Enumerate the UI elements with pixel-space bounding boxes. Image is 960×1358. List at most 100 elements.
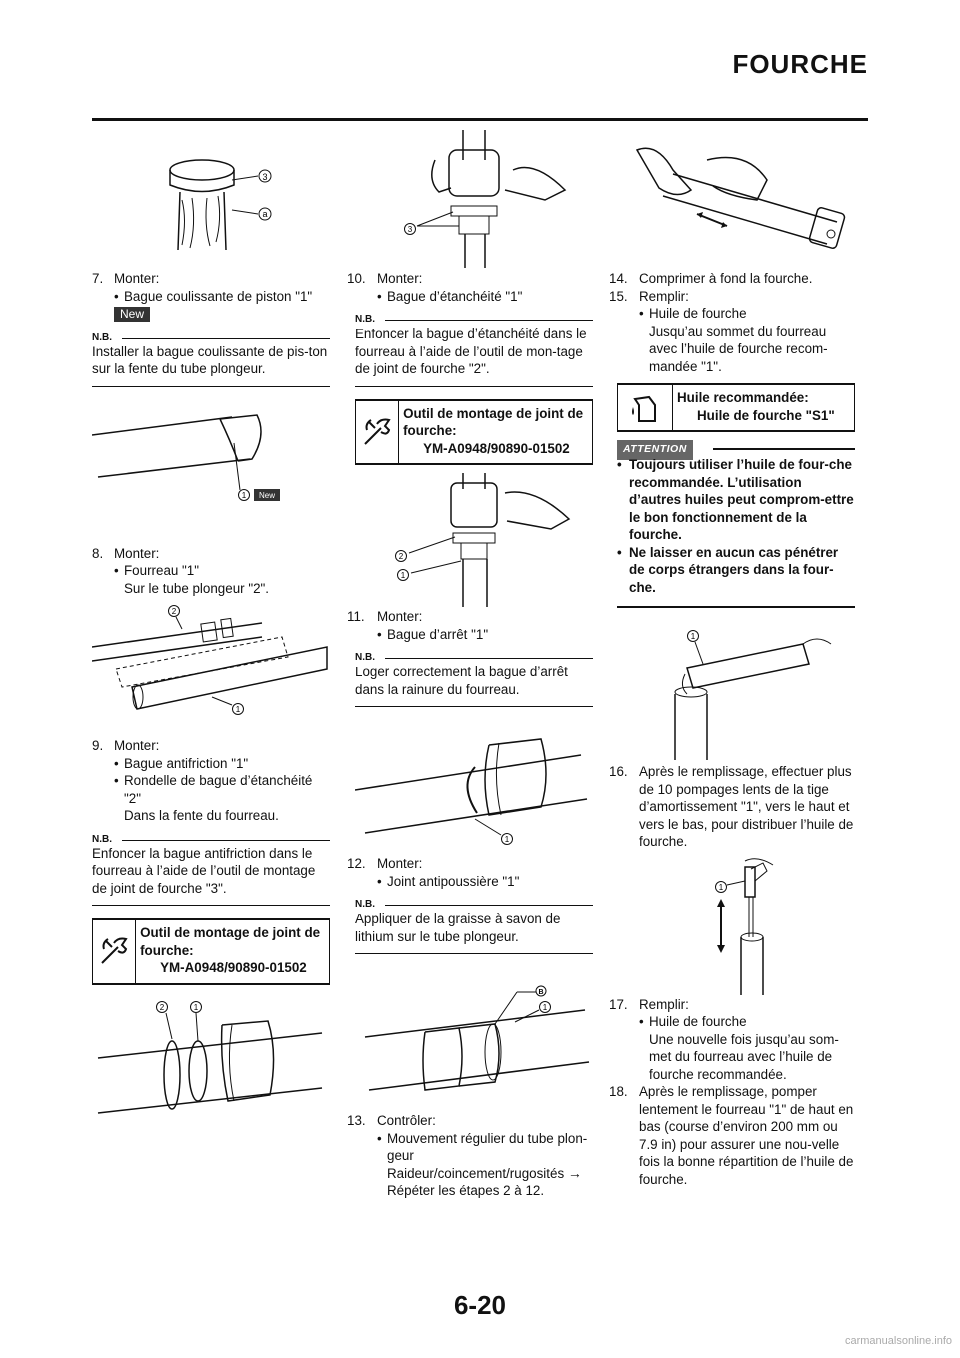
attention-text: Toujours utiliser l’huile de four-che re… [617,456,855,608]
callout-1: 1 [543,1003,548,1012]
step-13-sub-2: Répéter les étapes 2 à 12. [387,1183,545,1198]
step-12: 12. Monter: [347,856,423,871]
step-7-item: Bague coulissante de piston "1" [92,288,330,306]
figure-dust-seal: B 1 [355,962,593,1112]
figure-oil-seal-driving: 2 1 [355,473,593,608]
callout-1: 1 [236,705,241,714]
oil-can-icon [618,385,673,430]
figure-compress-fork [617,130,855,270]
figure-oil-fill: 1 [617,608,855,763]
step-7: 7. Monter: [92,270,330,288]
callout-1: 1 [194,1003,199,1012]
nb-text-12: Appliquer de la graisse à savon de lithi… [355,910,593,954]
step-9: 9. Monter: [92,738,160,753]
wrench-tool-icon [356,400,400,463]
wrench-tool-icon [93,920,137,983]
step-15: 15. Remplir: [609,288,689,304]
illustration-oil-fill: 1 [674,630,832,760]
step-12-item: Joint antipoussière "1" [355,873,593,891]
step-10-item: Bague d’étanchéité "1" [355,288,593,306]
column-left: 3 a 7. Monter: Bague coulissante de pist… [92,130,330,1143]
nb-label: N.B. [355,311,593,329]
nb-label: N.B. [92,328,330,346]
attention-item-1: Toujours utiliser l’huile de four-che re… [617,456,855,544]
nb-label: N.B. [92,830,330,848]
step-number: 7. [92,271,104,286]
step-9-item-2: Rondelle de bague d’étanchéité "2" [92,772,330,807]
illustration-dust-seal: B 1 [364,985,590,1091]
step-17-sub: Une nouvelle fois jusqu’au som-met du fo… [649,1031,839,1082]
recommended-oil-box: Huile recommandée: Huile de fourche "S1" [617,383,855,432]
oil-value: Huile de fourche "S1" [697,407,835,423]
tool-code: YM-A0948/90890-01502 [160,960,307,975]
figure-oil-seal-installer: 3 [355,130,593,270]
illustration-seal-driver: 3 [404,130,567,268]
oil-label: Huile recommandée: [677,390,809,405]
step-11: 11. Monter: [347,609,423,624]
step-action: Monter: [114,271,160,286]
illustration-outer-inner-tube: 2 1 [92,605,328,715]
nb-text-7: Installer la bague coulissante de pis-to… [92,343,330,387]
illustration-stopper-ring: 1 [355,738,588,845]
nb-label: N.B. [355,649,593,667]
tool-label: Outil de montage de joint de fourche: [140,925,321,958]
header-rule [92,118,868,121]
new-badge: New [114,307,151,322]
figure-stopper-ring: 1 [355,715,593,855]
step-9-sub: Dans la fente du fourreau. [124,808,279,823]
step-16: 16. Après le remplissage, effectuer plus… [609,764,854,849]
figure-piston-slide-bushing: 3 a [92,130,330,270]
callout-2: 2 [399,552,404,561]
callout-1: 1 [691,632,696,641]
step-13-sub-1: Raideur/coincement/rugosités → [387,1164,582,1181]
special-tool-box: Outil de montage de joint de fourche: YM… [92,918,330,985]
figure-piston-bushing-tube: 1 New [92,395,330,545]
figure-antifriction-bushing: 2 1 [92,993,330,1143]
callout-3: 3 [408,225,413,234]
illustration-damper-rod: 1 [715,857,774,995]
illustration-fork-tube: 1 New [92,413,280,501]
callout-3: 3 [262,172,267,182]
step-13-item: Mouvement régulier du tube plon-geur [355,1130,593,1165]
attention-item-2: Ne laisser en aucun cas pénétrer de corp… [617,544,855,597]
figure-pump-rod: 1 [617,851,855,996]
illustration-bushing-washer: 2 1 [97,1000,323,1114]
nb-label: N.B. [355,896,593,914]
step-14: 14. Comprimer à fond la fourche. [609,271,813,286]
tool-code: YM-A0948/90890-01502 [423,440,570,456]
callout-1: 1 [242,491,247,500]
step-18: 18. Après le remplissage, pomper lenteme… [609,1084,854,1187]
grease-mark: B [538,989,543,996]
step-15-sub: Jusqu’au sommet du fourreau avec l’huile… [649,323,828,374]
page-title: FOURCHE [732,49,868,79]
callout-1: 1 [401,571,406,580]
step-11-item: Bague d’arrêt "1" [355,626,593,644]
figure-outer-tube: 2 1 [92,597,330,737]
step-8-sub: Sur le tube plongeur "2". [124,580,269,596]
step-17-item: Huile de fourche [617,1013,855,1031]
tool-label: Outil de montage de joint de fourche: [403,405,584,439]
nb-text-9: Enfoncer la bague antifriction dans le f… [92,845,330,906]
step-13: 13. Contrôler: [347,1113,436,1128]
callout-1: 1 [719,883,724,892]
nb-text-10: Enfoncer la bague d’étanchéité dans le f… [355,325,593,387]
arrow-right-icon: → [567,1164,582,1181]
callout-1: 1 [505,835,510,844]
column-middle: 3 10. Monter: Bague d’étanchéité "1" N.B… [347,130,593,1200]
illustration-fork-compress [635,147,846,249]
illustration-seal-driver-2: 2 1 [395,473,571,607]
nb-text-11: Loger correctement la bague d’arrêt dans… [355,663,593,707]
step-8: 8. Monter: [92,545,160,561]
watermark: carmanualsonline.info [844,1334,952,1347]
special-tool-box: Outil de montage de joint de fourche: YM… [355,398,593,465]
attention-label: ATTENTION [617,440,855,460]
callout-2: 2 [160,1003,165,1012]
new-mark: New [259,491,275,500]
callout-2: 2 [172,607,177,616]
step-17: 17. Remplir: [609,996,689,1012]
step-15-item: Huile de fourche [617,305,855,323]
step-9-item-1: Bague antifriction "1" [92,755,330,773]
callout-a: a [262,209,267,219]
page-number: 6-20 [453,1290,507,1320]
column-right: 14. Comprimer à fond la fourche. 15. Rem… [609,130,855,1188]
